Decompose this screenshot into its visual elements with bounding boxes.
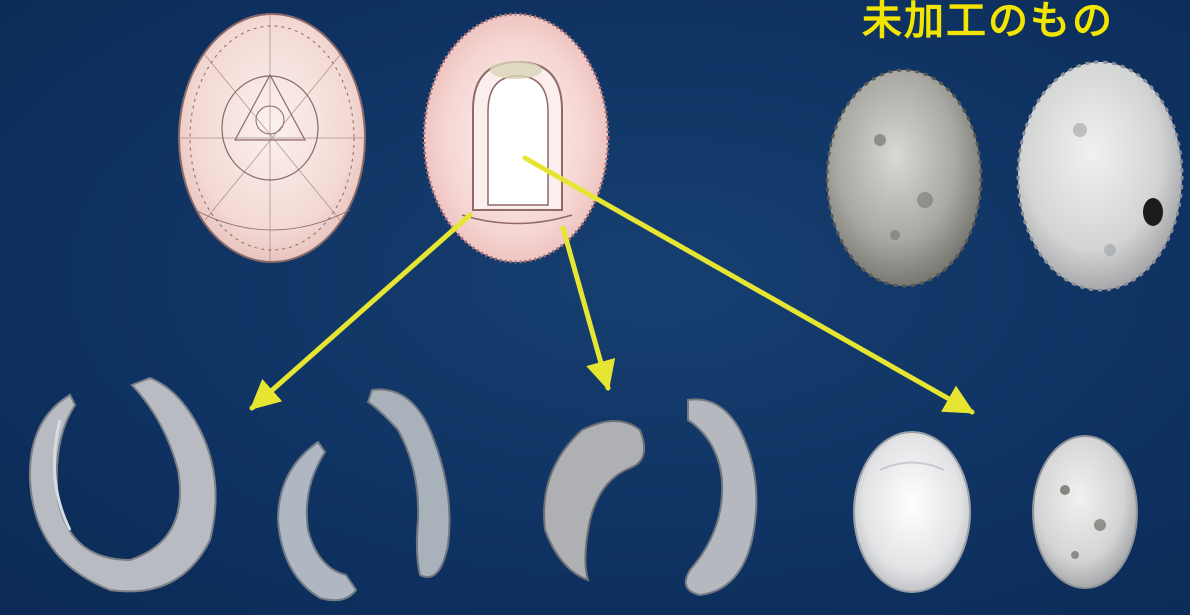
crescent-piece-right-icon <box>686 399 757 595</box>
crescent-piece-left-icon <box>544 421 644 580</box>
ring-piece-large-icon <box>30 378 216 591</box>
arrow-to-crescent-pieces <box>563 228 608 388</box>
shell-diagram-right-icon <box>424 14 608 262</box>
unprocessed-shell-1-icon <box>827 70 981 286</box>
disc-piece-1-icon <box>854 432 970 592</box>
shell-diagram-left-icon <box>179 14 365 262</box>
ring-piece-arc-icon <box>368 390 450 578</box>
unprocessed-shell-2-icon <box>1018 62 1182 290</box>
ring-piece-c-icon <box>278 442 356 600</box>
disc-piece-2-icon <box>1033 436 1137 588</box>
